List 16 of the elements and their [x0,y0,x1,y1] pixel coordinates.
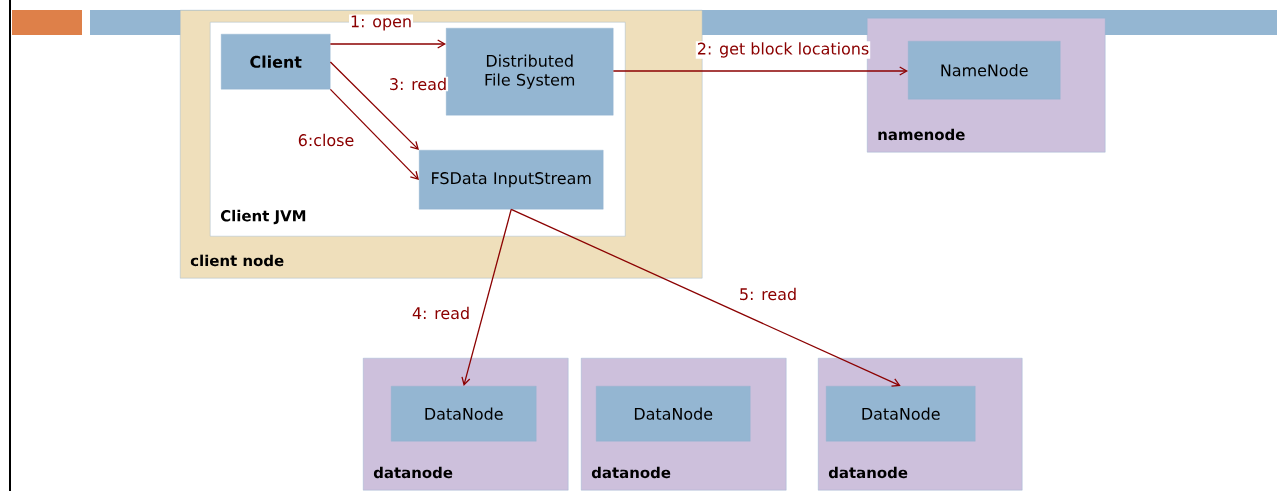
arrow [329,61,419,150]
arrow [612,66,908,76]
process-box: DataNode [596,386,751,442]
edge-label: 5: read [737,286,799,302]
process-box: FSData InputStream [419,150,604,210]
arrow [510,208,901,387]
process-box: Distributed File System [446,28,614,116]
arrow [461,208,512,386]
edge-label: 4: read [410,305,472,321]
edge-label: 2: get block locations [695,41,871,59]
process-box: Client [221,34,331,90]
arrow [329,39,446,49]
process-box: DataNode [391,386,537,442]
process-box: DataNode [826,386,976,442]
arrow [329,88,419,180]
process-box: NameNode [908,41,1061,100]
